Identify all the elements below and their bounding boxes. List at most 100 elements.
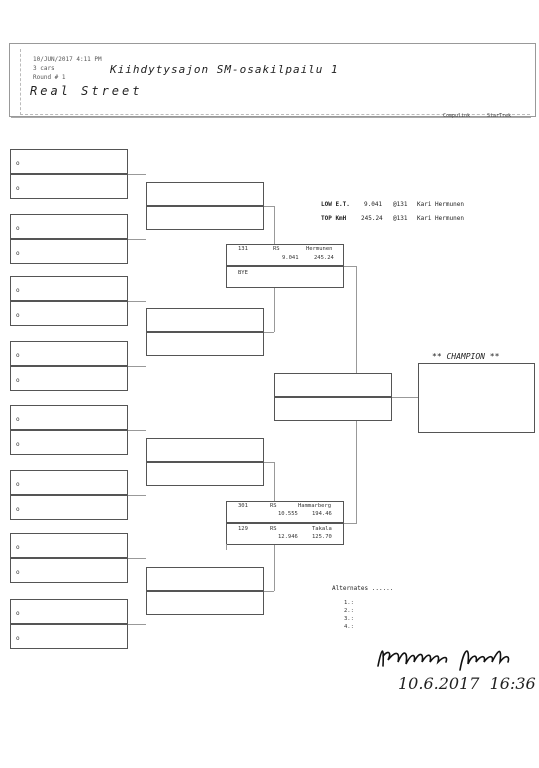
slot-marker: o: [16, 440, 20, 448]
signature-date-time: 10.6.2017 16:36: [398, 674, 536, 693]
slot-marker: o: [16, 480, 20, 488]
connector: [128, 430, 146, 431]
connector: [128, 495, 146, 496]
round2-slot-2: [146, 206, 264, 230]
champion-box: [418, 363, 535, 433]
semi-bottom-car1-number: 301: [238, 503, 248, 509]
alternates-label: Alternates ......: [332, 585, 394, 592]
round1-slot-5: o: [10, 276, 128, 301]
software-startrek: StarTrek: [487, 113, 512, 119]
semi-bottom-car2-class: RS: [270, 526, 277, 532]
handwritten-signature: [377, 650, 510, 671]
slot-marker: o: [16, 249, 20, 257]
semi-top-bye: BYE: [238, 270, 248, 276]
connector: [264, 206, 274, 207]
round2-slot-1: [146, 182, 264, 206]
round1-slot-1: o: [10, 149, 128, 174]
connector: [128, 239, 146, 240]
low-et-driver: Kari Hermunen: [417, 201, 464, 208]
header-bottom-rule: [11, 117, 531, 118]
slot-marker: o: [16, 159, 20, 167]
header-date-time: 10/JUN/2017 4:11 PM: [33, 56, 102, 63]
slot-marker: o: [16, 634, 20, 642]
round1-slot-12: o: [10, 495, 128, 520]
semi-bottom-car1-class: RS: [270, 503, 277, 509]
slot-marker: o: [16, 311, 20, 319]
alternate-2: 2.:: [344, 608, 354, 614]
alternate-4: 4.:: [344, 624, 354, 630]
connector: [128, 558, 146, 559]
connector: [128, 174, 146, 175]
connector: [356, 266, 357, 397]
connector: [128, 366, 146, 367]
slot-marker: o: [16, 415, 20, 423]
round1-slot-15: o: [10, 599, 128, 624]
slot-marker: o: [16, 609, 20, 617]
connector: [226, 544, 227, 550]
semi-bottom-car2-et: 12.946: [278, 534, 298, 540]
round1-slot-10: o: [10, 430, 128, 455]
round1-slot-7: o: [10, 341, 128, 366]
header-frame: [9, 43, 536, 117]
low-et-car: @131: [393, 201, 408, 208]
slot-marker: o: [16, 505, 20, 513]
semi-top-car-number: 131: [238, 246, 248, 252]
semi-bottom-car2-speed: 125.70: [312, 534, 332, 540]
alternate-3: 3.:: [344, 616, 354, 622]
semi-bottom-car1-speed: 194.46: [312, 511, 332, 517]
header-round: Round # 1: [33, 74, 66, 81]
connector: [356, 397, 357, 524]
top-speed-car: @131: [393, 215, 408, 222]
top-speed-label: TOP KmH: [321, 215, 347, 222]
round1-slot-3: o: [10, 214, 128, 239]
slot-marker: o: [16, 376, 20, 384]
semi-top-et: 9.041: [282, 255, 299, 261]
connector: [264, 462, 274, 463]
connector: [344, 523, 356, 524]
semi-bottom-slot-2: [226, 523, 344, 545]
round2-slot-7: [146, 567, 264, 591]
connector: [264, 332, 274, 333]
semi-bottom-car1-et: 10.555: [278, 511, 298, 517]
semi-bottom-car2-driver: Takala: [312, 526, 332, 532]
round2-slot-3: [146, 308, 264, 332]
round1-slot-9: o: [10, 405, 128, 430]
event-title: Kiihdytysajon SM-osakilpailu 1: [110, 63, 339, 76]
round1-slot-16: o: [10, 624, 128, 649]
alternate-1: 1.:: [344, 600, 354, 606]
round2-slot-6: [146, 462, 264, 486]
champion-label: ** CHAMPION **: [432, 352, 500, 361]
top-speed-driver: Kari Hermunen: [417, 215, 464, 222]
semi-bottom-car2-number: 129: [238, 526, 248, 532]
slot-marker: o: [16, 543, 20, 551]
final-slot-1: [274, 373, 392, 397]
low-et-value: 9.041: [364, 201, 383, 208]
connector: [128, 624, 146, 625]
semi-top-car-class: RS: [273, 246, 280, 252]
class-name: Real Street: [30, 84, 143, 98]
top-speed-value: 245.24: [361, 215, 383, 222]
semi-bottom-car1-driver: Hammarberg: [298, 503, 332, 509]
low-et-label: LOW E.T.: [321, 201, 350, 208]
round1-slot-6: o: [10, 301, 128, 326]
connector: [392, 397, 418, 398]
slot-marker: o: [16, 286, 20, 294]
slot-marker: o: [16, 351, 20, 359]
header-cars: 3 cars: [33, 65, 55, 72]
final-slot-2: [274, 397, 392, 421]
slot-marker: o: [16, 184, 20, 192]
round1-slot-13: o: [10, 533, 128, 558]
round1-slot-4: o: [10, 239, 128, 264]
connector: [128, 301, 146, 302]
slot-marker: o: [16, 224, 20, 232]
semi-top-slot-2: [226, 266, 344, 288]
header-inner-frame: [20, 49, 530, 115]
round2-slot-5: [146, 438, 264, 462]
connector: [344, 266, 356, 267]
semi-top-slot-1: [226, 244, 344, 266]
round2-slot-8: [146, 591, 264, 615]
semi-bottom-slot-1: [226, 501, 344, 523]
slot-marker: o: [16, 568, 20, 576]
round1-slot-2: o: [10, 174, 128, 199]
round1-slot-11: o: [10, 470, 128, 495]
